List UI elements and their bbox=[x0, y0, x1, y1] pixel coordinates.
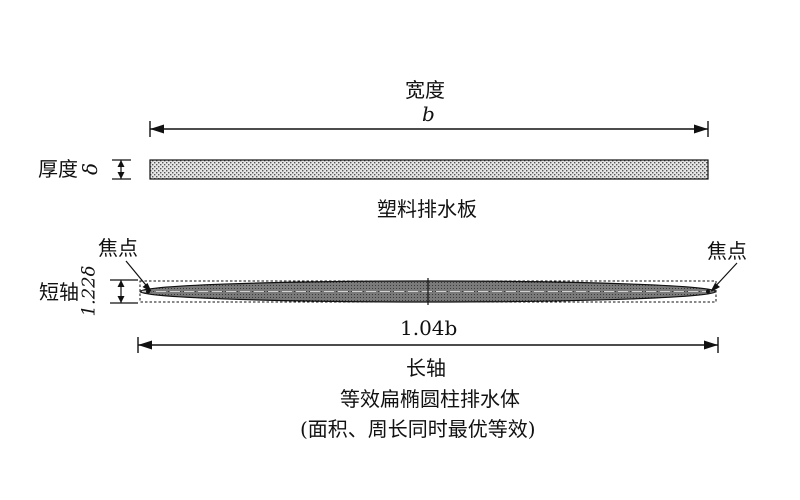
focus-left-label: 焦点 bbox=[98, 236, 138, 260]
focus-right-label: 焦点 bbox=[707, 239, 747, 263]
major-axis-dimension bbox=[137, 337, 719, 353]
thickness-symbol: δ bbox=[78, 162, 103, 176]
major-axis-label: 长轴 bbox=[406, 356, 446, 380]
caption-line2: (面积、周长同时最优等效) bbox=[300, 417, 536, 441]
thickness-dimension bbox=[112, 159, 131, 180]
focus-pointers bbox=[125, 260, 738, 294]
equivalent-ellipse bbox=[139, 278, 717, 305]
width-label: 宽度 bbox=[405, 78, 445, 102]
caption-line1: 等效扁椭圆柱排水体 bbox=[340, 387, 520, 411]
width-symbol: b bbox=[422, 102, 435, 126]
minor-axis-value: 1.22δ bbox=[78, 265, 100, 317]
width-dimension bbox=[149, 121, 709, 137]
board-name: 塑料排水板 bbox=[377, 197, 477, 221]
minor-axis-dimension bbox=[110, 279, 138, 304]
drainage-board bbox=[149, 159, 709, 180]
major-axis-value: 1.04b bbox=[400, 316, 458, 340]
minor-axis-label: 短轴 bbox=[39, 280, 79, 304]
thickness-label: 厚度 bbox=[38, 157, 78, 181]
